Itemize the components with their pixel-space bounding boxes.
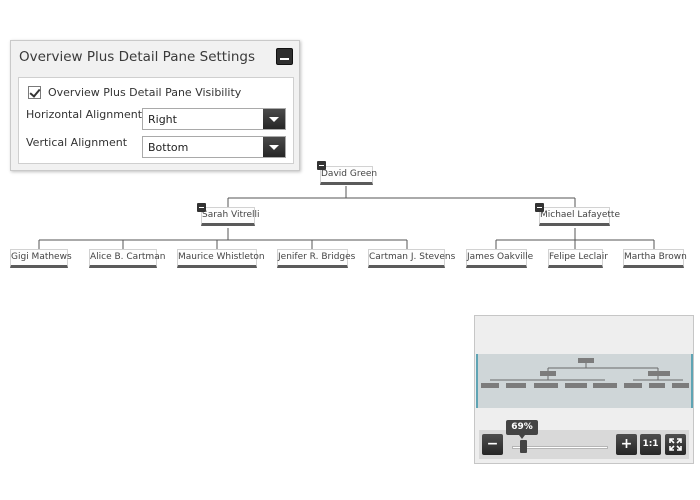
zoom-slider-track[interactable] (512, 446, 608, 449)
org-node-manager[interactable]: Sarah Vitrelli (201, 207, 260, 226)
horizontal-alignment-label: Horizontal Alignment (26, 108, 143, 121)
collapse-panel-button[interactable] (276, 48, 293, 65)
actual-size-button[interactable]: 1:1 (640, 434, 661, 455)
org-connectors (38, 186, 655, 249)
visibility-label: Overview Plus Detail Pane Visibility (48, 86, 242, 99)
vertical-alignment-label: Vertical Alignment (26, 136, 128, 149)
org-node-employee[interactable]: James Oakville (466, 249, 533, 268)
settings-body: Overview Plus Detail Pane Visibility Hor… (18, 77, 294, 164)
overview-pane: − 69% + 1:1 (474, 315, 694, 464)
vertical-alignment-select[interactable]: Bottom (142, 136, 286, 158)
horizontal-alignment-select[interactable]: Right (142, 108, 286, 130)
org-node-employee[interactable]: Felipe Leclair (548, 249, 608, 268)
fullscreen-icon (669, 438, 682, 451)
org-node-root[interactable]: David Green (320, 166, 377, 185)
zoom-slider-thumb[interactable] (520, 440, 527, 453)
zoom-in-button[interactable]: + (616, 434, 637, 455)
collapse-node-icon[interactable] (535, 203, 544, 212)
fit-to-screen-button[interactable] (665, 434, 686, 455)
org-node-manager[interactable]: Michael Lafayette (539, 207, 620, 226)
collapse-node-icon[interactable] (317, 161, 326, 170)
org-node-employee[interactable]: Jenifer R. Bridges (277, 249, 355, 268)
zoom-out-button[interactable]: − (482, 434, 503, 455)
org-node-employee[interactable]: Alice B. Cartman (89, 249, 165, 268)
visibility-row[interactable]: Overview Plus Detail Pane Visibility (28, 86, 241, 99)
chevron-down-icon[interactable] (263, 109, 285, 129)
visibility-checkbox[interactable] (28, 86, 41, 99)
horizontal-alignment-value: Right (148, 113, 177, 126)
vertical-alignment-value: Bottom (148, 141, 189, 154)
org-node-employee[interactable]: Gigi Mathews (10, 249, 72, 268)
chevron-down-icon[interactable] (263, 137, 285, 157)
org-node-employee[interactable]: Maurice Whistleton (177, 249, 265, 268)
org-node-employee[interactable]: Martha Brown (623, 249, 687, 268)
settings-panel: Overview Plus Detail Pane Settings Overv… (10, 40, 300, 171)
overview-viewport[interactable] (476, 354, 693, 408)
zoom-level-tooltip: 69% (506, 420, 538, 439)
org-node-employee[interactable]: Cartman J. Stevens (368, 249, 455, 268)
settings-title: Overview Plus Detail Pane Settings (19, 49, 256, 65)
collapse-node-icon[interactable] (197, 203, 206, 212)
overview-minimap (481, 358, 689, 388)
